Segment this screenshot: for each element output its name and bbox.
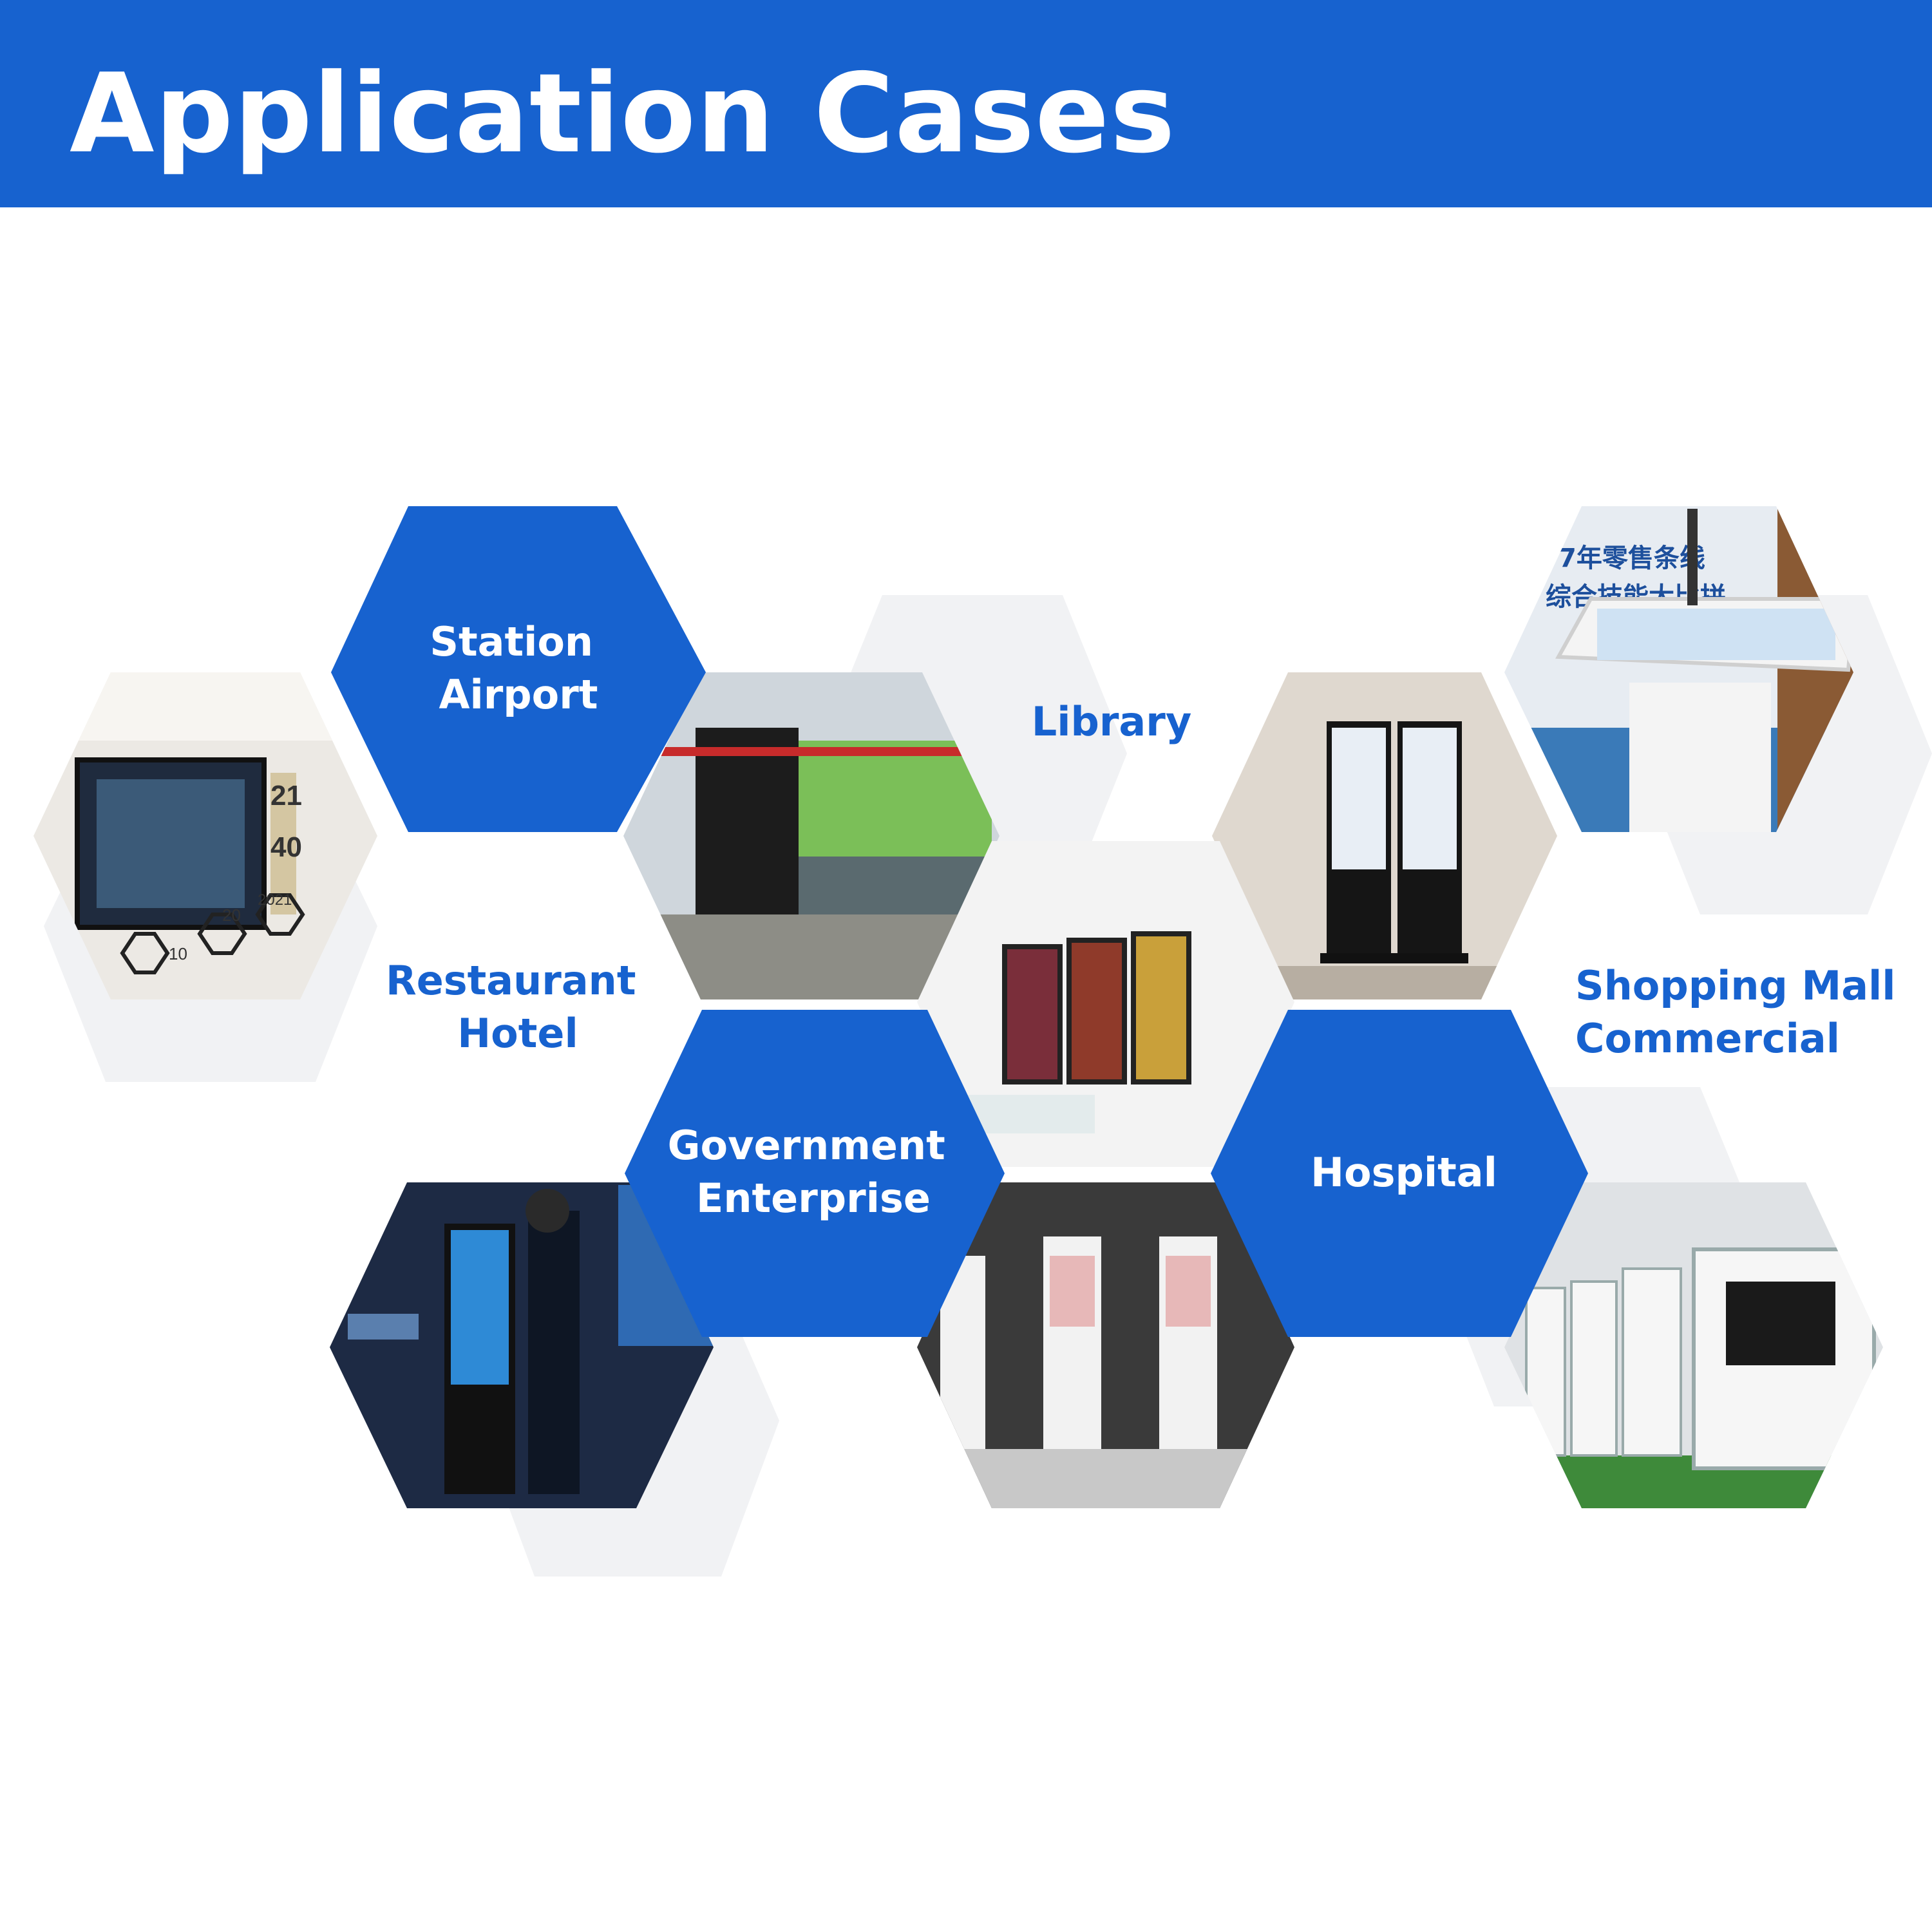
label-hospital: Hospital (1311, 1149, 1497, 1196)
hex-station-airport (331, 506, 706, 832)
photo-bank-storefront (623, 672, 999, 999)
hex-hospital (1211, 1010, 1588, 1337)
label-station-airport: Station Airport (430, 618, 607, 718)
page-title: Application Cases (70, 50, 1176, 178)
banner-text: 7年零售条线 (1558, 544, 1705, 573)
hex-government-enterprise (625, 1010, 1005, 1337)
photo-wall-art-displays (917, 841, 1294, 1167)
year-badge: 2021 (258, 891, 292, 909)
photo-user-touching-kiosk (330, 1182, 714, 1508)
year-badge: 40 (270, 831, 302, 863)
label-restaurant-hotel: Restaurant Hotel (386, 957, 650, 1057)
label-government-enterprise: Government Enterprise (668, 1122, 960, 1222)
header-banner: Application Cases (0, 0, 1932, 207)
year-badge: 20 (222, 905, 241, 925)
label-shopping-mall-commercial: Shopping Mall Commercial (1575, 962, 1909, 1062)
year-badge: 10 (169, 944, 187, 963)
year-badge: 21 (270, 780, 302, 811)
label-library: Library (1032, 698, 1192, 745)
